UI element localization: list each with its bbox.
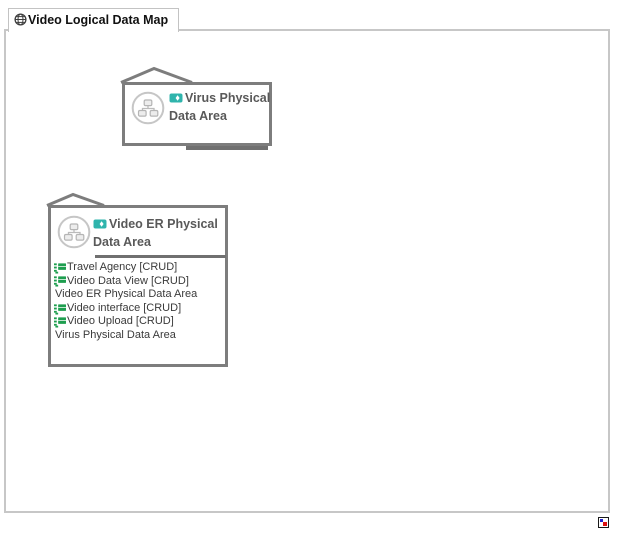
entity-list: Travel Agency [CRUD] Video Data View [CR… xyxy=(54,261,223,343)
data-area-icon xyxy=(169,91,183,108)
entity-row[interactable]: Travel Agency [CRUD] xyxy=(54,261,223,275)
entity-label: Video Data View [CRUD] xyxy=(67,274,189,287)
title-separator xyxy=(186,146,268,150)
entity-icon xyxy=(54,316,66,328)
overview-red-marker xyxy=(603,522,607,526)
data-area-title-text: Video ER Physical Data Area xyxy=(93,217,218,249)
entity-label: Video Upload [CRUD] xyxy=(67,315,174,328)
entity-row[interactable]: Video Data View [CRUD] xyxy=(54,275,223,289)
data-area-title-text: Virus Physical Data Area xyxy=(169,91,271,123)
data-area-title: Virus Physical Data Area xyxy=(169,90,271,125)
entity-label: Video interface [CRUD] xyxy=(67,301,182,314)
data-area-icon xyxy=(93,217,107,234)
entity-icon xyxy=(54,262,66,274)
overview-icon[interactable] xyxy=(598,517,609,528)
diagram-circle-icon xyxy=(131,91,165,130)
data-area-roof xyxy=(120,66,193,84)
tab-video-logical-data-map[interactable]: Video Logical Data Map xyxy=(8,8,180,32)
tab-title: Video Logical Data Map xyxy=(28,12,169,27)
data-area-shape-video-er[interactable]: Video ER Physical Data Area Travel Agenc… xyxy=(48,205,228,367)
data-area-title: Video ER Physical Data Area xyxy=(93,216,223,251)
entity-row[interactable]: Video ER Physical Data Area xyxy=(54,288,223,302)
entity-row[interactable]: Virus Physical Data Area xyxy=(54,329,223,343)
entity-icon xyxy=(54,275,66,287)
diagram-circle-icon xyxy=(57,215,91,254)
data-area-roof xyxy=(46,192,105,207)
entity-row[interactable]: Video interface [CRUD] xyxy=(54,302,223,316)
globe-icon xyxy=(14,13,27,26)
entity-label: Video ER Physical Data Area xyxy=(55,288,198,301)
entity-label: Virus Physical Data Area xyxy=(55,328,176,341)
entity-row[interactable]: Video Upload [CRUD] xyxy=(54,315,223,329)
overview-blue-marker xyxy=(600,519,603,522)
entity-icon xyxy=(54,303,66,315)
data-area-shape-virus[interactable]: Virus Physical Data Area xyxy=(122,82,272,146)
entity-label: Travel Agency [CRUD] xyxy=(67,261,178,273)
title-separator xyxy=(95,255,226,258)
